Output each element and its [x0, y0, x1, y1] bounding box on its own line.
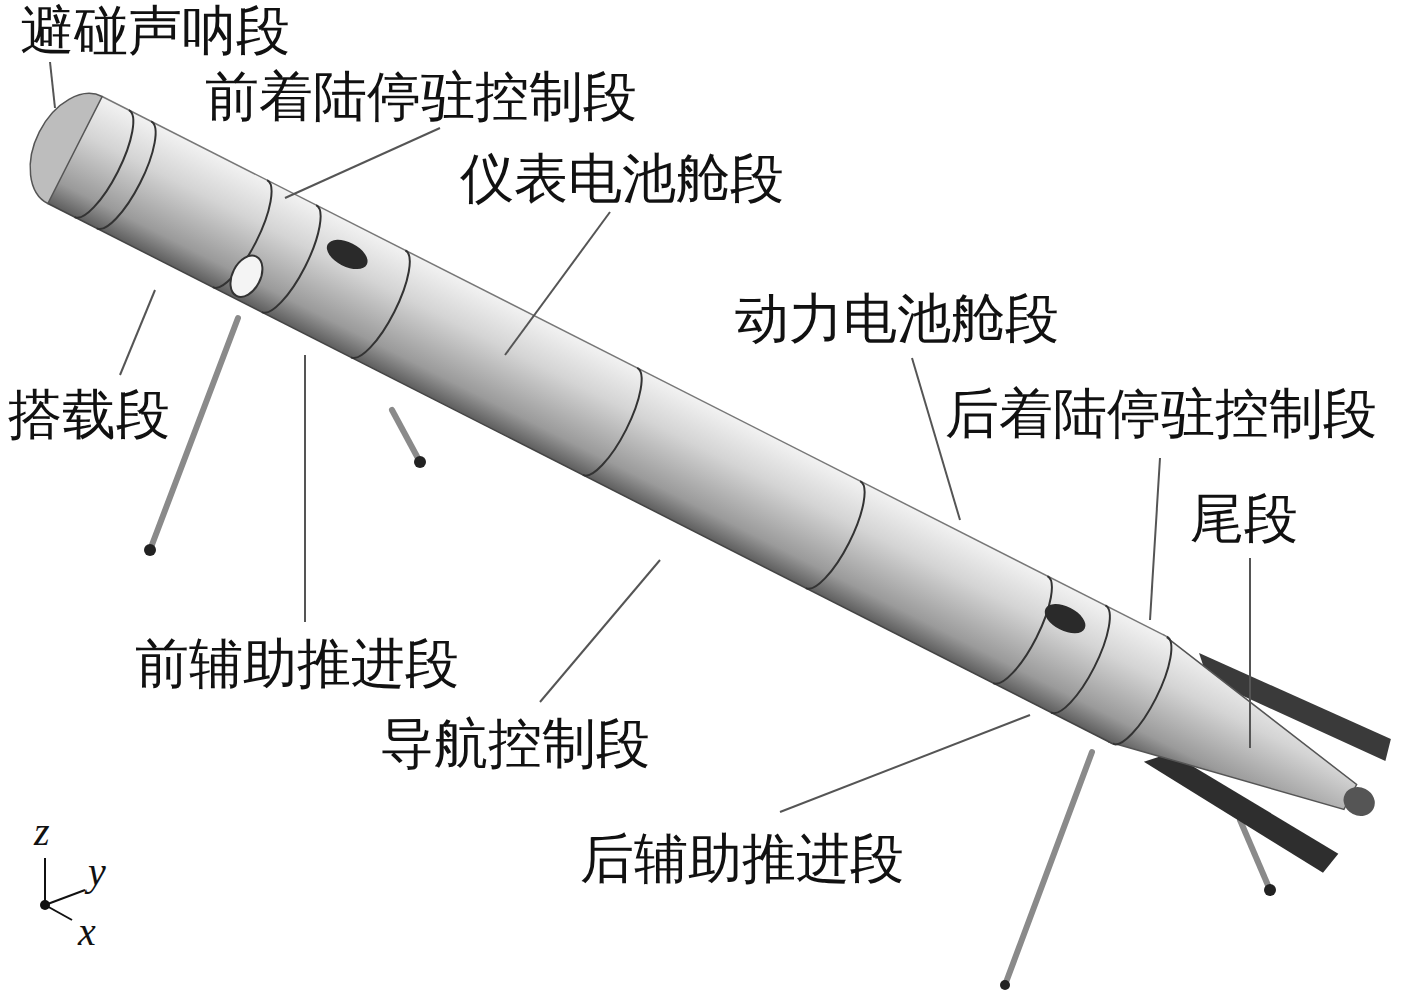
part-label: 避碰声呐段 — [20, 4, 290, 58]
part-label: 动力电池舱段 — [735, 292, 1059, 346]
axis-label: y — [88, 852, 106, 892]
part-label: 导航控制段 — [380, 717, 650, 771]
part-label: 尾段 — [1190, 492, 1298, 546]
vehicle-body — [3, 69, 1405, 880]
axis-label: x — [78, 912, 96, 952]
part-label: 仪表电池舱段 — [460, 152, 784, 206]
part-label: 前着陆停驻控制段 — [205, 70, 637, 124]
part-label: 后辅助推进段 — [580, 832, 904, 886]
axis-label: z — [34, 812, 50, 852]
part-label: 前辅助推进段 — [135, 637, 459, 691]
axis-triad — [45, 858, 85, 920]
part-label: 搭载段 — [8, 388, 170, 442]
part-label: 后着陆停驻控制段 — [945, 387, 1377, 441]
